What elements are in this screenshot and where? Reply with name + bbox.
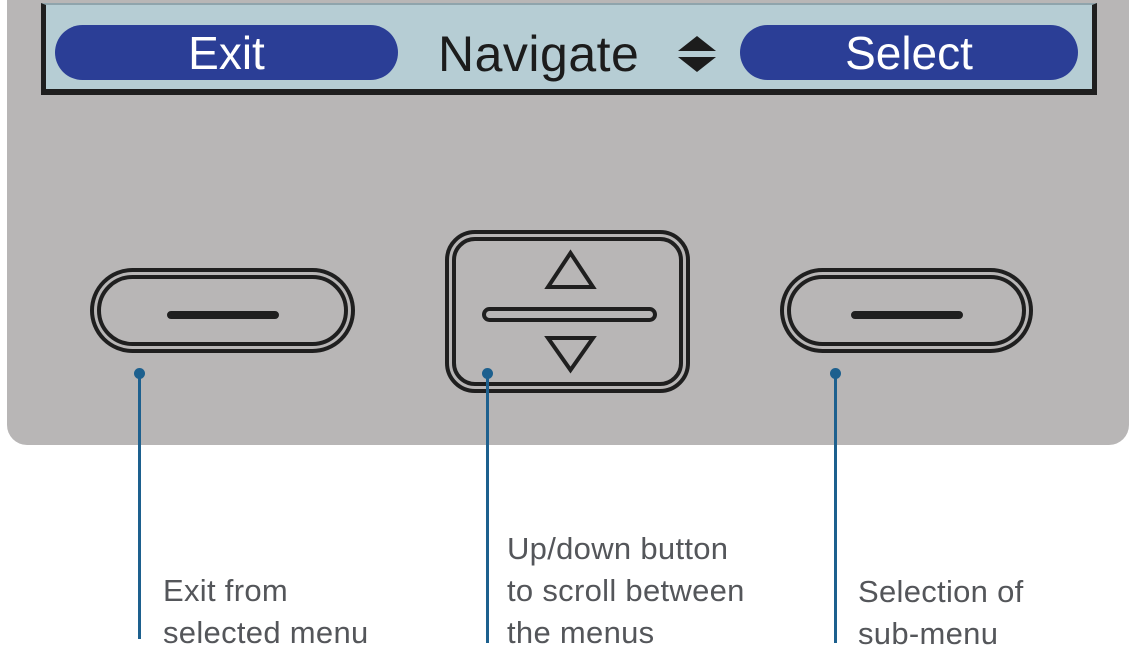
- callout-label-line: selected menu: [163, 615, 369, 650]
- callout-label-line: Up/down button: [507, 531, 729, 566]
- callout-label-line: Exit from: [163, 573, 288, 608]
- updown-hard-button[interactable]: [445, 230, 690, 393]
- callout-label-line: the menus: [507, 615, 655, 650]
- callout-label-updown: Up/down button to scroll between the men…: [507, 528, 745, 651]
- screen-select-button[interactable]: Select: [740, 25, 1078, 80]
- callout-label-line: to scroll between: [507, 573, 745, 608]
- screen-select-button-label: Select: [845, 26, 973, 79]
- updown-hard-button-bezel: [452, 237, 683, 386]
- exit-hard-button[interactable]: [90, 268, 355, 353]
- callout-line-exit: [138, 373, 141, 639]
- select-hard-button[interactable]: [780, 268, 1033, 353]
- button-bar-icon: [850, 310, 963, 319]
- up-triangle-icon: [544, 249, 597, 289]
- updown-button-glyphs: [482, 249, 657, 374]
- exit-hard-button-bezel: [97, 275, 348, 346]
- navigate-label: Navigate: [438, 26, 640, 82]
- screen-exit-button[interactable]: Exit: [55, 25, 398, 80]
- callout-line-updown: [486, 373, 489, 643]
- screen-exit-button-label: Exit: [188, 26, 265, 79]
- callout-label-line: Selection of: [858, 574, 1024, 609]
- button-bar-icon: [482, 307, 657, 322]
- callout-label-line: sub-menu: [858, 616, 999, 651]
- select-hard-button-bezel: [787, 275, 1026, 346]
- button-bar-icon: [166, 310, 279, 319]
- callout-line-select: [834, 373, 837, 643]
- callout-label-select: Selection of sub-menu: [858, 571, 1024, 651]
- up-down-arrows-icon: [678, 36, 716, 72]
- down-triangle-icon: [544, 336, 597, 374]
- callout-label-exit: Exit from selected menu: [163, 570, 369, 651]
